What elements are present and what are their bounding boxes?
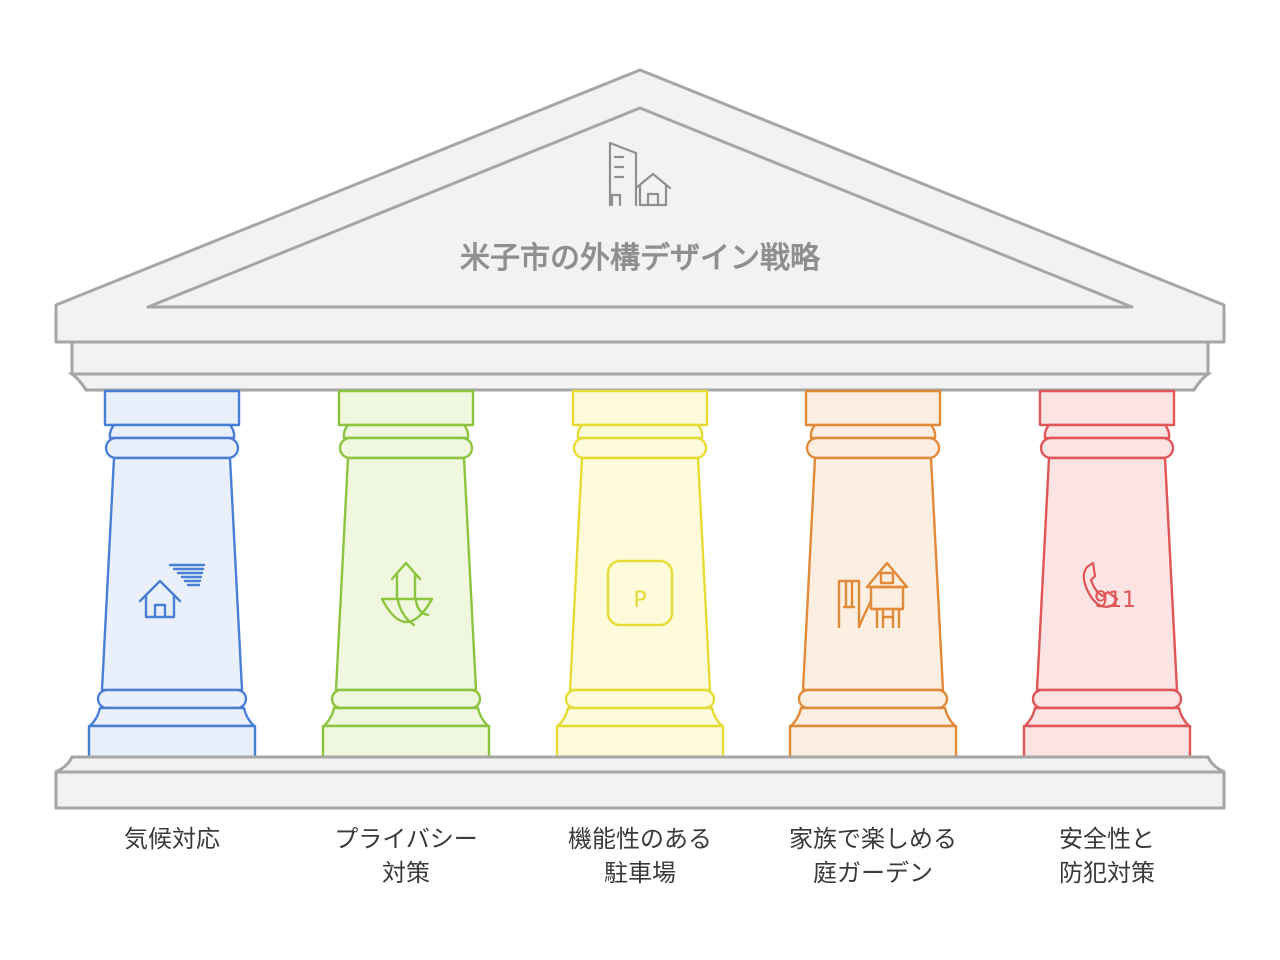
roof-inner-triangle bbox=[146, 106, 1134, 309]
pillar-ring-top bbox=[805, 436, 941, 460]
caption-line: 機能性のある bbox=[568, 825, 712, 853]
caption-line: 駐車場 bbox=[604, 859, 676, 887]
pillar-ring-top bbox=[104, 436, 240, 460]
entablature-molding bbox=[67, 372, 1213, 392]
pillar-capital-neck bbox=[809, 423, 937, 440]
pillar-capital bbox=[571, 389, 709, 427]
pillar-shaft bbox=[801, 456, 945, 692]
pillar-base-neck bbox=[1023, 706, 1191, 728]
caption-line: 防犯対策 bbox=[1059, 859, 1155, 887]
pillar-base bbox=[321, 724, 491, 759]
pillar-capital-neck bbox=[1043, 423, 1171, 440]
pillar-shaft bbox=[334, 456, 478, 692]
caption-line: 庭ガーデン bbox=[813, 859, 933, 887]
pillar-capital bbox=[337, 389, 475, 427]
city-house-icon bbox=[608, 141, 672, 207]
pillar-capital bbox=[103, 389, 241, 427]
pillar-columns: P 911 bbox=[87, 389, 1192, 759]
pillar-capital bbox=[1038, 389, 1176, 427]
pillar-capital-neck bbox=[108, 423, 236, 440]
pillar-garden bbox=[788, 389, 958, 759]
pillar-climate bbox=[87, 389, 257, 759]
pillar-base-neck bbox=[88, 706, 256, 728]
base-molding bbox=[55, 755, 1225, 774]
pillar-base-neck bbox=[789, 706, 957, 728]
playground-icon bbox=[837, 561, 909, 629]
pillar-base bbox=[87, 724, 257, 759]
caption-line: 気候対応 bbox=[124, 825, 220, 853]
entablature-band bbox=[70, 340, 1210, 376]
pillar-ring-bottom bbox=[96, 688, 248, 710]
caption-parking: 機能性のある駐車場 bbox=[530, 822, 750, 890]
phone-911-label: 911 bbox=[1094, 588, 1136, 613]
temple-base bbox=[54, 755, 1226, 810]
pillar-ring-bottom bbox=[797, 688, 949, 710]
base-plinth bbox=[54, 770, 1226, 810]
pillar-capital-neck bbox=[342, 423, 470, 440]
caption-climate: 気候対応 bbox=[62, 822, 282, 856]
caption-line: プライバシー bbox=[334, 825, 478, 853]
parking-icon: P bbox=[606, 559, 674, 627]
caption-privacy: プライバシー対策 bbox=[296, 822, 516, 890]
pillar-capital-neck bbox=[576, 423, 704, 440]
parking-icon-letter: P bbox=[633, 588, 646, 613]
pillar-base bbox=[788, 724, 958, 759]
pillar-shaft bbox=[100, 456, 244, 692]
pillar-shaft bbox=[1035, 456, 1179, 692]
pillar-ring-top bbox=[572, 436, 708, 460]
pillar-ring-top bbox=[338, 436, 474, 460]
phone-911-icon: 911 bbox=[1082, 561, 1136, 613]
pillar-ring-top bbox=[1039, 436, 1175, 460]
pillar-base-neck bbox=[322, 706, 490, 728]
pillar-capital bbox=[804, 389, 942, 427]
caption-line: 安全性と bbox=[1059, 825, 1155, 853]
house-garden-icon bbox=[380, 561, 434, 627]
caption-line: 家族で楽しめる bbox=[789, 825, 957, 853]
pillar-base bbox=[1022, 724, 1192, 759]
pillar-base bbox=[555, 724, 725, 759]
pillar-shaft bbox=[568, 456, 712, 692]
caption-line: 対策 bbox=[382, 859, 430, 887]
caption-safety: 安全性と防犯対策 bbox=[997, 822, 1217, 890]
temple-entablature bbox=[67, 340, 1213, 392]
diagram-title: 米子市の外構デザイン戦略 bbox=[460, 241, 821, 276]
pillar-base-neck bbox=[556, 706, 724, 728]
caption-garden: 家族で楽しめる庭ガーデン bbox=[763, 822, 983, 890]
pillar-parking: P bbox=[555, 389, 725, 759]
pillar-ring-bottom bbox=[330, 688, 482, 710]
house-wind-icon bbox=[138, 563, 206, 619]
pillar-ring-bottom bbox=[564, 688, 716, 710]
pillar-ring-bottom bbox=[1031, 688, 1183, 710]
pillar-safety: 911 bbox=[1022, 389, 1192, 759]
pillar-privacy bbox=[321, 389, 491, 759]
